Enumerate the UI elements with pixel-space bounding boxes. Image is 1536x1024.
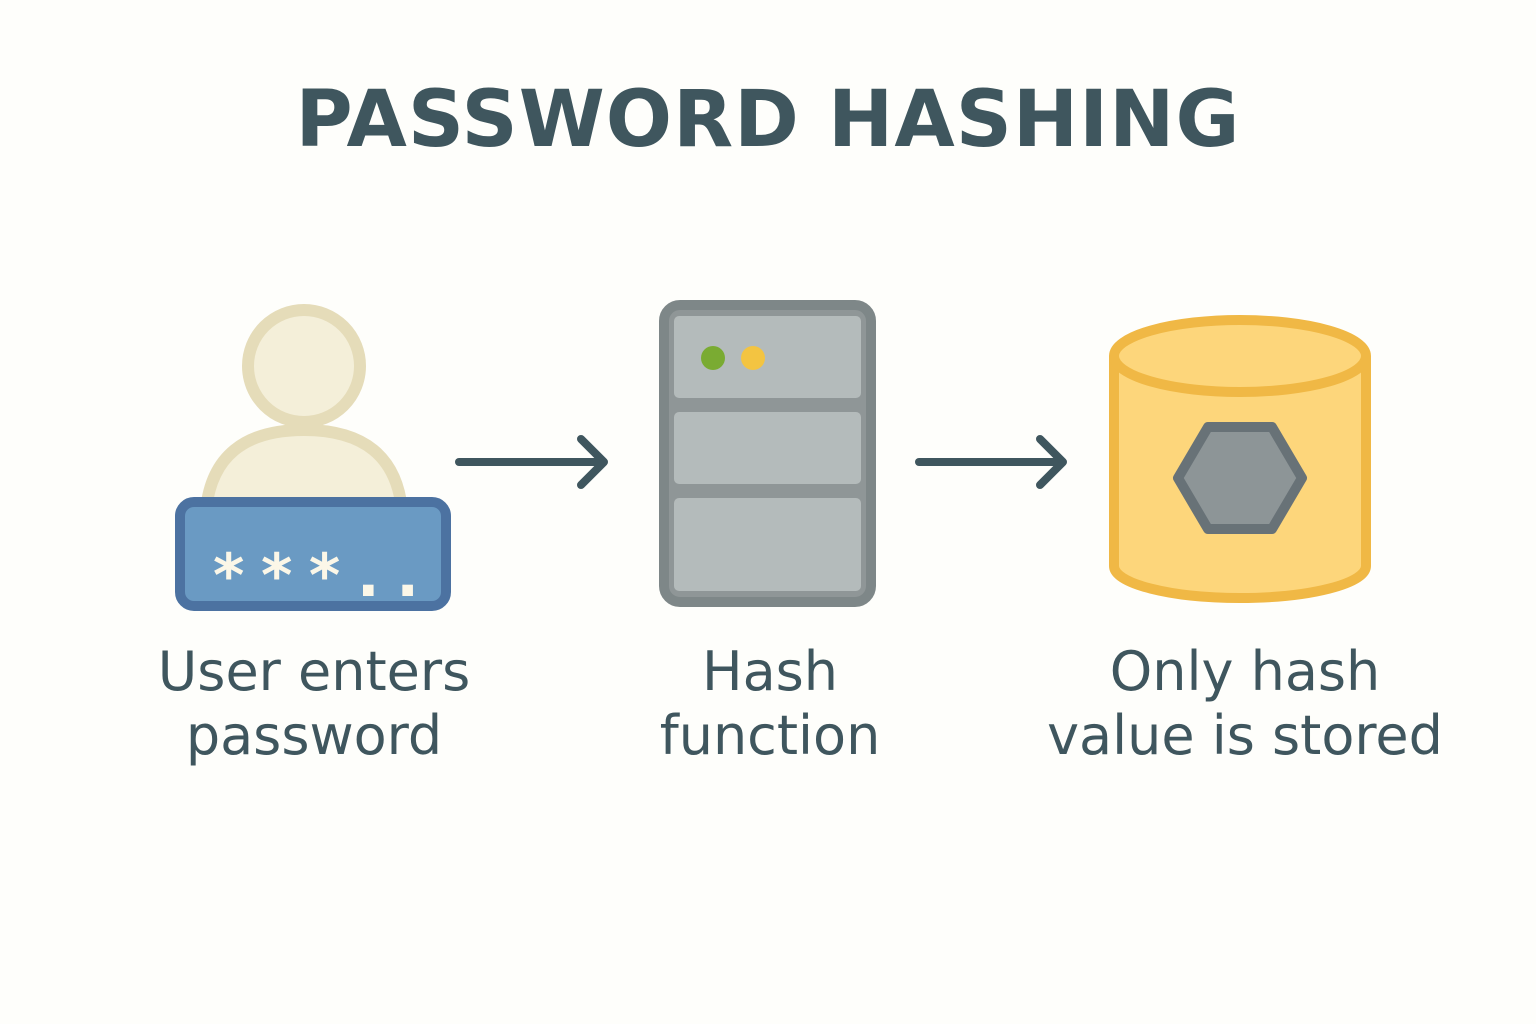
user-password-icon: ***.. bbox=[175, 304, 451, 611]
password-box bbox=[175, 497, 451, 611]
caption-user-enters-password: User enters password bbox=[104, 640, 524, 768]
caption-line: Only hash bbox=[1109, 640, 1381, 703]
caption-line: value is stored bbox=[1047, 704, 1443, 767]
status-led-green bbox=[701, 346, 725, 370]
caption-line: Hash bbox=[701, 640, 839, 703]
arrow-right-icon bbox=[455, 435, 608, 489]
server-icon bbox=[659, 300, 876, 607]
server-slot-bottom bbox=[674, 498, 861, 591]
status-led-yellow bbox=[741, 346, 765, 370]
database-hash-icon bbox=[1109, 315, 1371, 603]
arrow-right-icon bbox=[915, 435, 1067, 489]
caption-line: password bbox=[185, 704, 443, 767]
server-slot-middle bbox=[674, 412, 861, 484]
caption-hash-function: Hash function bbox=[560, 640, 980, 768]
user-body bbox=[200, 424, 408, 516]
database-top bbox=[1109, 315, 1371, 397]
hash-hexagon-icon bbox=[1173, 422, 1307, 534]
user-head bbox=[242, 304, 366, 428]
caption-line: function bbox=[659, 704, 881, 767]
caption-line: User enters bbox=[157, 640, 471, 703]
server-slot-top bbox=[674, 316, 861, 398]
page-title: PASSWORD HASHING bbox=[295, 75, 1241, 165]
caption-hash-stored: Only hash value is stored bbox=[1035, 640, 1455, 768]
